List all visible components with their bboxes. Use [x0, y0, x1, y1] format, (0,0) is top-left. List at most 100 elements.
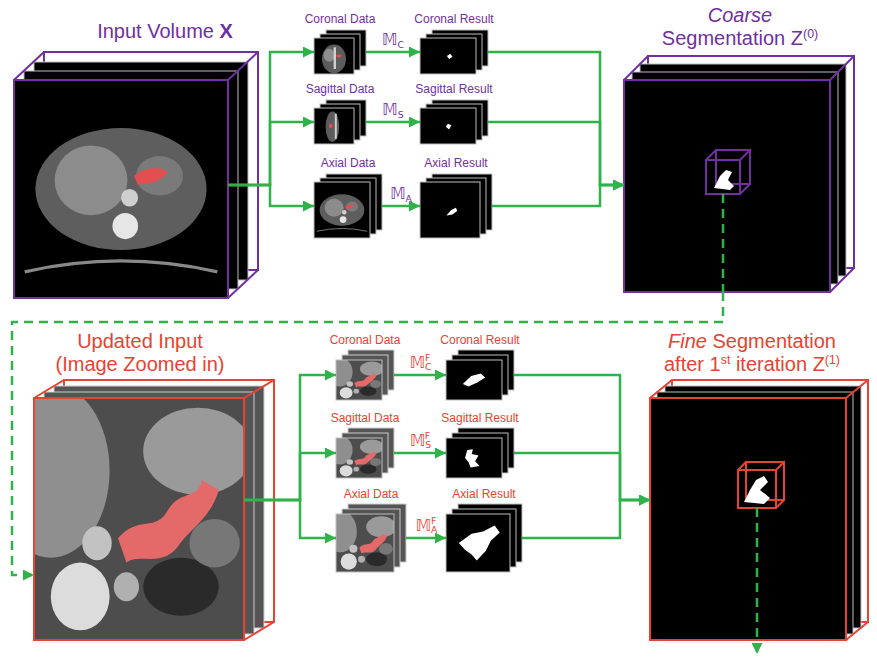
- fine-volume-figure: [744, 476, 770, 504]
- text-part: C: [425, 362, 432, 373]
- text-part: Input: [97, 20, 141, 42]
- slice-stack-figure: [324, 350, 522, 572]
- flow-connector: [228, 185, 314, 206]
- text-part: Axial: [424, 156, 450, 170]
- text-part: in): [202, 353, 224, 375]
- fine-volume-figure: [650, 398, 846, 640]
- text-part: (Image: [56, 353, 118, 375]
- node-heading: Sagittal Data: [306, 83, 375, 97]
- node-heading: Coronal Result: [414, 13, 493, 27]
- text-part: A: [431, 525, 437, 536]
- text-part: Data: [374, 411, 399, 425]
- slice-stack: Sagittal Result: [420, 100, 488, 144]
- slice-stack-figure: [327, 436, 384, 478]
- node-heading: Sagittal Result: [415, 83, 492, 97]
- input-volume-figure: [14, 52, 258, 298]
- input-volume-figure: [14, 80, 228, 298]
- coarse-volume-figure: [624, 80, 830, 292]
- slice-stack-figure: [446, 514, 510, 572]
- volume-box: Updated Input (Image Zoomed in): [34, 398, 244, 640]
- flow-connector: [514, 375, 650, 500]
- text-part: Result: [460, 12, 494, 26]
- node-heading: Coronal Data: [305, 13, 376, 27]
- node-heading: Input Volume X: [97, 20, 233, 43]
- text-part: Result: [482, 487, 516, 501]
- slice-stack-figure: [420, 182, 480, 238]
- zoomed-volume-figure: [0, 380, 274, 640]
- text-part: 𝕄: [410, 432, 425, 450]
- text-part: Sagittal: [441, 411, 481, 425]
- text-part: Axial: [344, 487, 370, 501]
- slice-stack-figure: [420, 182, 480, 238]
- text-part: Sagittal: [306, 82, 346, 96]
- slice-stack-figure: [446, 360, 502, 400]
- text-part: 𝕄: [390, 185, 405, 203]
- slice-stack: Coronal Data: [336, 350, 394, 400]
- slice-stack-figure: [336, 514, 394, 572]
- slice-stack-figure: [314, 108, 354, 144]
- slice-stack: Sagittal Data: [314, 100, 366, 144]
- flow-connector: [244, 453, 336, 500]
- slice-stack-figure: [446, 360, 502, 400]
- text-part: F: [425, 352, 430, 363]
- connector-group: [12, 52, 723, 575]
- flow-connector: [488, 122, 624, 185]
- slice-stack-figure: [420, 108, 476, 144]
- fine-volume-figure: [650, 380, 868, 640]
- slice-stack: Sagittal Result: [446, 428, 514, 478]
- node-heading: Coronal Result: [440, 334, 519, 348]
- node-heading: Coronal Data: [330, 334, 401, 348]
- text-part: Data: [375, 333, 400, 347]
- text-part: Coarse: [708, 4, 772, 26]
- feedback-connector: [12, 292, 723, 575]
- slice-stack-figure: [327, 358, 384, 400]
- text-part: S: [398, 109, 404, 120]
- flow-connector: [514, 453, 650, 500]
- flow-connector: [228, 122, 314, 185]
- slice-stack: Axial Result: [420, 174, 492, 238]
- text-part: 𝕄: [382, 31, 397, 49]
- text-part: 1st: [710, 353, 731, 375]
- slice-stack: Sagittal Data: [336, 428, 394, 478]
- coarse-volume-figure: [624, 56, 854, 292]
- slice-stack-figure: [336, 360, 382, 400]
- input-volume-figure: [14, 80, 228, 298]
- zoomed-volume-figure: [34, 380, 274, 640]
- model-label: 𝕄A: [390, 187, 412, 203]
- model-label: 𝕄CF: [410, 353, 431, 372]
- text-part: Result: [486, 333, 520, 347]
- text-part: Coronal: [414, 12, 456, 26]
- text-part: Volume: [147, 20, 214, 42]
- text-part: Coronal: [440, 333, 482, 347]
- text-part: F: [431, 515, 436, 526]
- slice-stack: Axial Data: [336, 504, 406, 572]
- slice-stack-figure: [314, 38, 354, 74]
- slice-stack-figure: [314, 182, 370, 238]
- slice-stack-figure: [420, 38, 476, 74]
- flow-connector: [244, 375, 336, 500]
- node-heading: Axial Data: [321, 157, 376, 171]
- text-part: Data: [350, 156, 375, 170]
- text-part: 𝕄: [382, 101, 397, 119]
- model-label: 𝕄C: [382, 33, 404, 49]
- fine-volume-figure: [756, 508, 759, 654]
- node-heading: Axial Result: [452, 488, 515, 502]
- text-part: Zoomed: [123, 353, 196, 375]
- flow-connector: [394, 452, 446, 455]
- fine-volume-figure: [738, 470, 776, 508]
- slice-stack-figure: [446, 438, 502, 478]
- slice-stack: Axial Result: [446, 504, 522, 572]
- text-part: Segmentation: [713, 330, 836, 352]
- slice-stack-figure: [314, 38, 354, 74]
- text-part: Axial: [452, 487, 478, 501]
- text-part: Fine: [668, 330, 707, 352]
- model-label: 𝕄AF: [416, 516, 437, 535]
- text-part: A: [406, 193, 412, 204]
- slice-stack-figure: [446, 514, 510, 572]
- slice-stack-figure: [314, 182, 370, 238]
- text-part: 𝕄: [410, 354, 425, 372]
- model-label: 𝕄SF: [410, 431, 430, 450]
- flow-connector: [382, 205, 420, 208]
- text-part: Data: [373, 487, 398, 501]
